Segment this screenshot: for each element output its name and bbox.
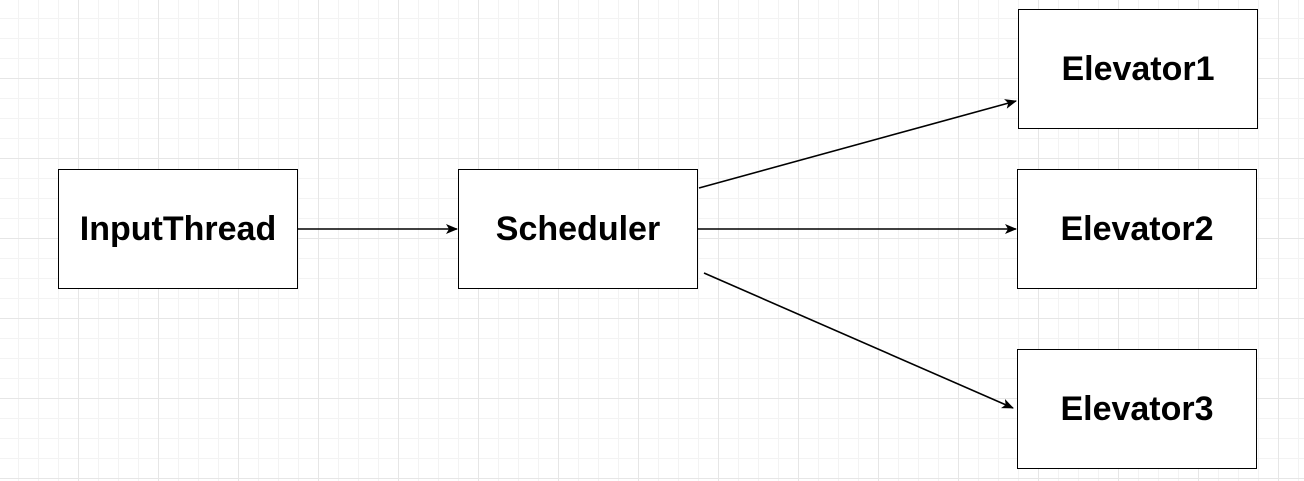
node-label: Elevator1 <box>1061 49 1215 88</box>
node-scheduler[interactable]: Scheduler <box>458 169 698 289</box>
node-elevator3[interactable]: Elevator3 <box>1017 349 1257 469</box>
node-label: InputThread <box>79 209 277 248</box>
node-elevator2[interactable]: Elevator2 <box>1017 169 1257 289</box>
node-elevator1[interactable]: Elevator1 <box>1018 9 1258 129</box>
edge-scheduler-to-elevator3[interactable] <box>703 272 1014 409</box>
edge-scheduler-to-elevator1[interactable] <box>698 99 1017 189</box>
node-label: Elevator3 <box>1060 389 1214 428</box>
node-inputthread[interactable]: InputThread <box>58 169 298 289</box>
node-label: Elevator2 <box>1060 209 1214 248</box>
node-label: Scheduler <box>495 209 661 248</box>
